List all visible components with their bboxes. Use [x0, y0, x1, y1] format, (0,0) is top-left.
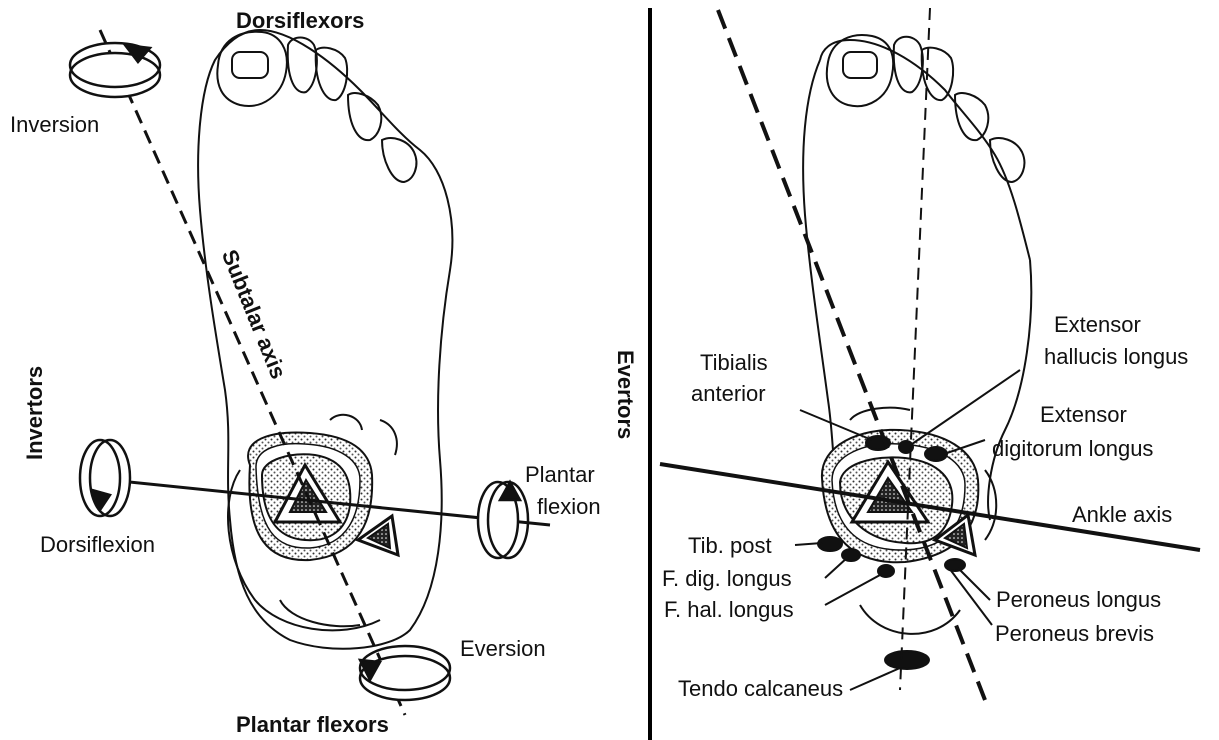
ankle-axis-label: Ankle axis — [1072, 502, 1172, 528]
ehl-label-2: hallucis longus — [1044, 344, 1188, 370]
fhl-label: F. hal. longus — [664, 597, 794, 623]
dorsiflexors-label: Dorsiflexors — [236, 8, 364, 34]
inversion-arrow-icon — [70, 43, 160, 97]
tib-post-label: Tib. post — [688, 533, 772, 559]
dorsiflexion-arrow-icon — [80, 440, 130, 516]
tibialis-label-1: Tibialis — [700, 350, 768, 376]
plantar-flexors-label: Plantar flexors — [236, 712, 389, 738]
evertors-label: Evertors — [612, 350, 638, 439]
invertors-label: Invertors — [22, 366, 48, 460]
inversion-label: Inversion — [10, 112, 99, 138]
ehl-label-1: Extensor — [1054, 312, 1141, 338]
flexion-label: flexion — [537, 494, 601, 520]
plantar-label: Plantar — [525, 462, 595, 488]
edl-label-1: Extensor — [1040, 402, 1127, 428]
dorsiflexion-label: Dorsiflexion — [40, 532, 155, 558]
edl-label-2: digitorum longus — [992, 436, 1153, 462]
eversion-label: Eversion — [460, 636, 546, 662]
subtalar-axis-line — [100, 30, 405, 715]
tendo-calcaneus-label: Tendo calcaneus — [678, 676, 843, 702]
fdl-label: F. dig. longus — [662, 566, 792, 592]
plantar-flexion-arrow-icon — [478, 482, 528, 558]
peroneus-brevis-label: Peroneus brevis — [995, 621, 1154, 647]
eversion-arrow-icon — [360, 646, 450, 700]
long-axis-line — [900, 8, 930, 690]
peroneus-longus-label: Peroneus longus — [996, 587, 1161, 613]
tibialis-label-2: anterior — [691, 381, 766, 407]
